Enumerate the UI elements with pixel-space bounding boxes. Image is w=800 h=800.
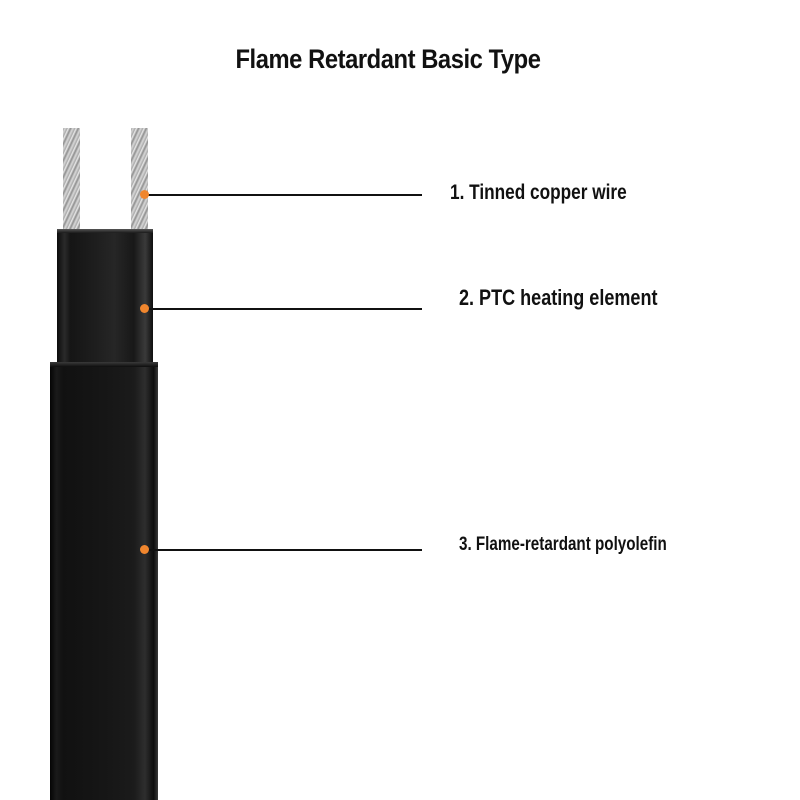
flame-retardant-jacket (50, 362, 158, 800)
leader-line (147, 549, 422, 551)
callout-label: 2. PTC heating element (459, 285, 658, 310)
callout-dot-icon (140, 304, 149, 313)
callout-label: 1. Tinned copper wire (450, 181, 627, 204)
diagram-title: Flame Retardant Basic Type (235, 44, 541, 74)
leader-line (147, 194, 422, 196)
ptc-heating-element (57, 229, 153, 364)
tinned-copper-wire-left (63, 128, 80, 232)
leader-line (147, 308, 422, 310)
callout-dot-icon (140, 190, 149, 199)
callout-label: 3. Flame-retardant polyolefin (459, 534, 667, 555)
tinned-copper-wire-right (131, 128, 148, 232)
callout-dot-icon (140, 545, 149, 554)
